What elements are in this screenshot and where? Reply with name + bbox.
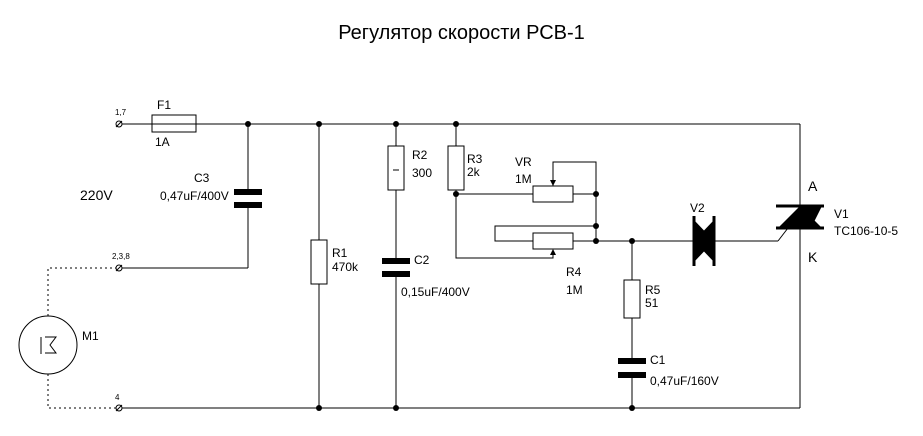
- C3-name: C3: [194, 171, 210, 185]
- M1-name: M1: [82, 329, 99, 343]
- potentiometer-VR: VR 1M: [515, 155, 574, 203]
- terminal-2: 2,3,8: [112, 252, 130, 272]
- C1-name: C1: [650, 353, 666, 367]
- VR-value: 1M: [515, 172, 532, 186]
- fuse-F1: F1 1A: [151, 98, 197, 149]
- R5-name: R5: [645, 283, 661, 297]
- diac-V2: V2: [690, 201, 716, 266]
- V1-name: V1: [834, 207, 849, 221]
- supply-voltage-label: 220V: [80, 187, 113, 203]
- C1-value: 0,47uF/160V: [650, 374, 719, 388]
- V2-name: V2: [690, 201, 705, 215]
- VR-name: VR: [515, 155, 532, 169]
- triac-V1: A K V1 TC106-10-5: [776, 178, 898, 265]
- R1-value: 470k: [332, 260, 359, 274]
- terminal-1-label: 1,7: [115, 108, 127, 117]
- junction-dots: [245, 121, 635, 411]
- C2-name: C2: [414, 253, 430, 267]
- R1-name: R1: [332, 246, 348, 260]
- V1-value: TC106-10-5: [834, 224, 898, 238]
- capacitor-C1: C1 0,47uF/160V: [618, 353, 719, 388]
- R5-value: 51: [645, 296, 659, 310]
- C3-value: 0,47uF/400V: [160, 189, 229, 203]
- terminal-1: 1,7: [115, 108, 127, 128]
- motor-M1: M1: [18, 315, 99, 375]
- R3-name: R3: [467, 152, 483, 166]
- V1-anode-label: A: [808, 178, 818, 194]
- V1-cathode-label: K: [808, 249, 818, 265]
- resistor-R1: R1 470k: [310, 239, 359, 285]
- terminal-3-label: 4: [115, 393, 120, 402]
- R4-name: R4: [566, 265, 582, 279]
- R2-name: R2: [412, 148, 428, 162]
- resistor-R2: R2 300: [387, 145, 432, 191]
- resistor-R5: R5 51: [623, 279, 661, 319]
- F1-name: F1: [157, 98, 171, 112]
- capacitor-C3: C3 0,47uF/400V: [160, 171, 262, 208]
- R3-value: 2k: [467, 165, 481, 179]
- capacitor-C2: C2 0,15uF/400V: [382, 253, 470, 299]
- R2-value: 300: [412, 166, 432, 180]
- diagram-title: Регулятор скорости РСВ-1: [338, 22, 585, 44]
- C2-value: 0,15uF/400V: [401, 285, 470, 299]
- potentiometer-R4: R4 1M: [532, 232, 583, 297]
- terminal-2-label: 2,3,8: [112, 252, 130, 261]
- resistor-R3: R3 2k: [447, 145, 483, 191]
- R4-value: 1M: [566, 283, 583, 297]
- terminal-3: 4: [115, 393, 123, 412]
- F1-value: 1A: [155, 135, 170, 149]
